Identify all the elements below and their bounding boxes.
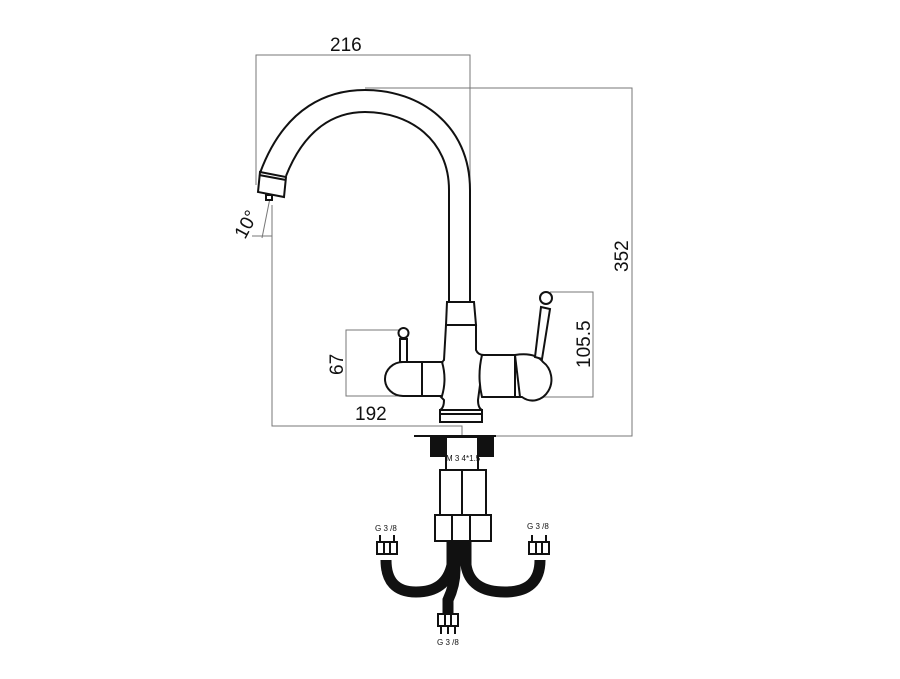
faucet-body <box>384 291 553 423</box>
hose-fitting-left <box>376 535 398 555</box>
hose-fitting-right <box>528 535 550 555</box>
label-192: 192 <box>355 404 387 425</box>
spout <box>256 88 471 302</box>
hoses <box>380 541 546 615</box>
dimension-216 <box>255 54 471 190</box>
dimension-105-5 <box>535 291 594 398</box>
label-67: 67 <box>327 354 348 375</box>
dimension-352 <box>365 87 633 437</box>
mounting-assembly <box>414 435 496 542</box>
label-right-thread: G 3 /8 <box>527 522 549 531</box>
dimension-192 <box>271 205 463 436</box>
label-352: 352 <box>612 240 633 272</box>
label-105-5: 105.5 <box>574 320 595 368</box>
hose-fitting-bottom <box>437 613 459 634</box>
label-216: 216 <box>330 35 362 56</box>
label-mount-thread: M 3 4*1.5 <box>446 454 481 463</box>
label-bottom-thread: G 3 /8 <box>437 638 459 647</box>
dimension-10deg <box>252 197 272 239</box>
label-left-thread: G 3 /8 <box>375 524 397 533</box>
dimension-67 <box>345 329 400 397</box>
label-10-degree: 10° <box>231 207 263 242</box>
